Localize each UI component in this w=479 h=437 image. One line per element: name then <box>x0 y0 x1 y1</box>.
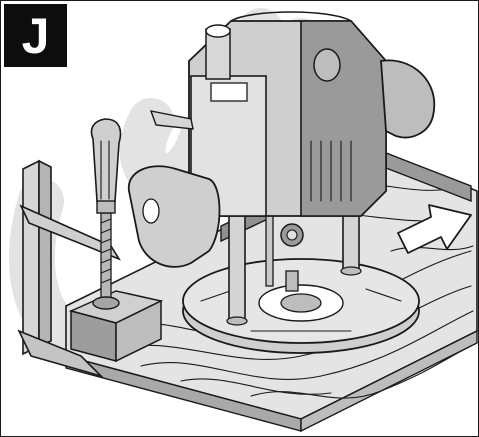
f-clamp <box>17 118 122 378</box>
router-handle-right <box>380 59 436 139</box>
board-side-edge <box>300 329 478 433</box>
router-body <box>149 11 387 217</box>
clamp-handle <box>90 118 122 214</box>
right-arrow-icon <box>397 204 472 254</box>
router-handle-left <box>128 165 221 268</box>
depth-stop <box>265 175 304 292</box>
clamp-screw <box>92 212 120 310</box>
figure-label: J <box>21 7 50 64</box>
figure-label-badge: J <box>4 4 67 67</box>
router-base <box>182 258 420 354</box>
